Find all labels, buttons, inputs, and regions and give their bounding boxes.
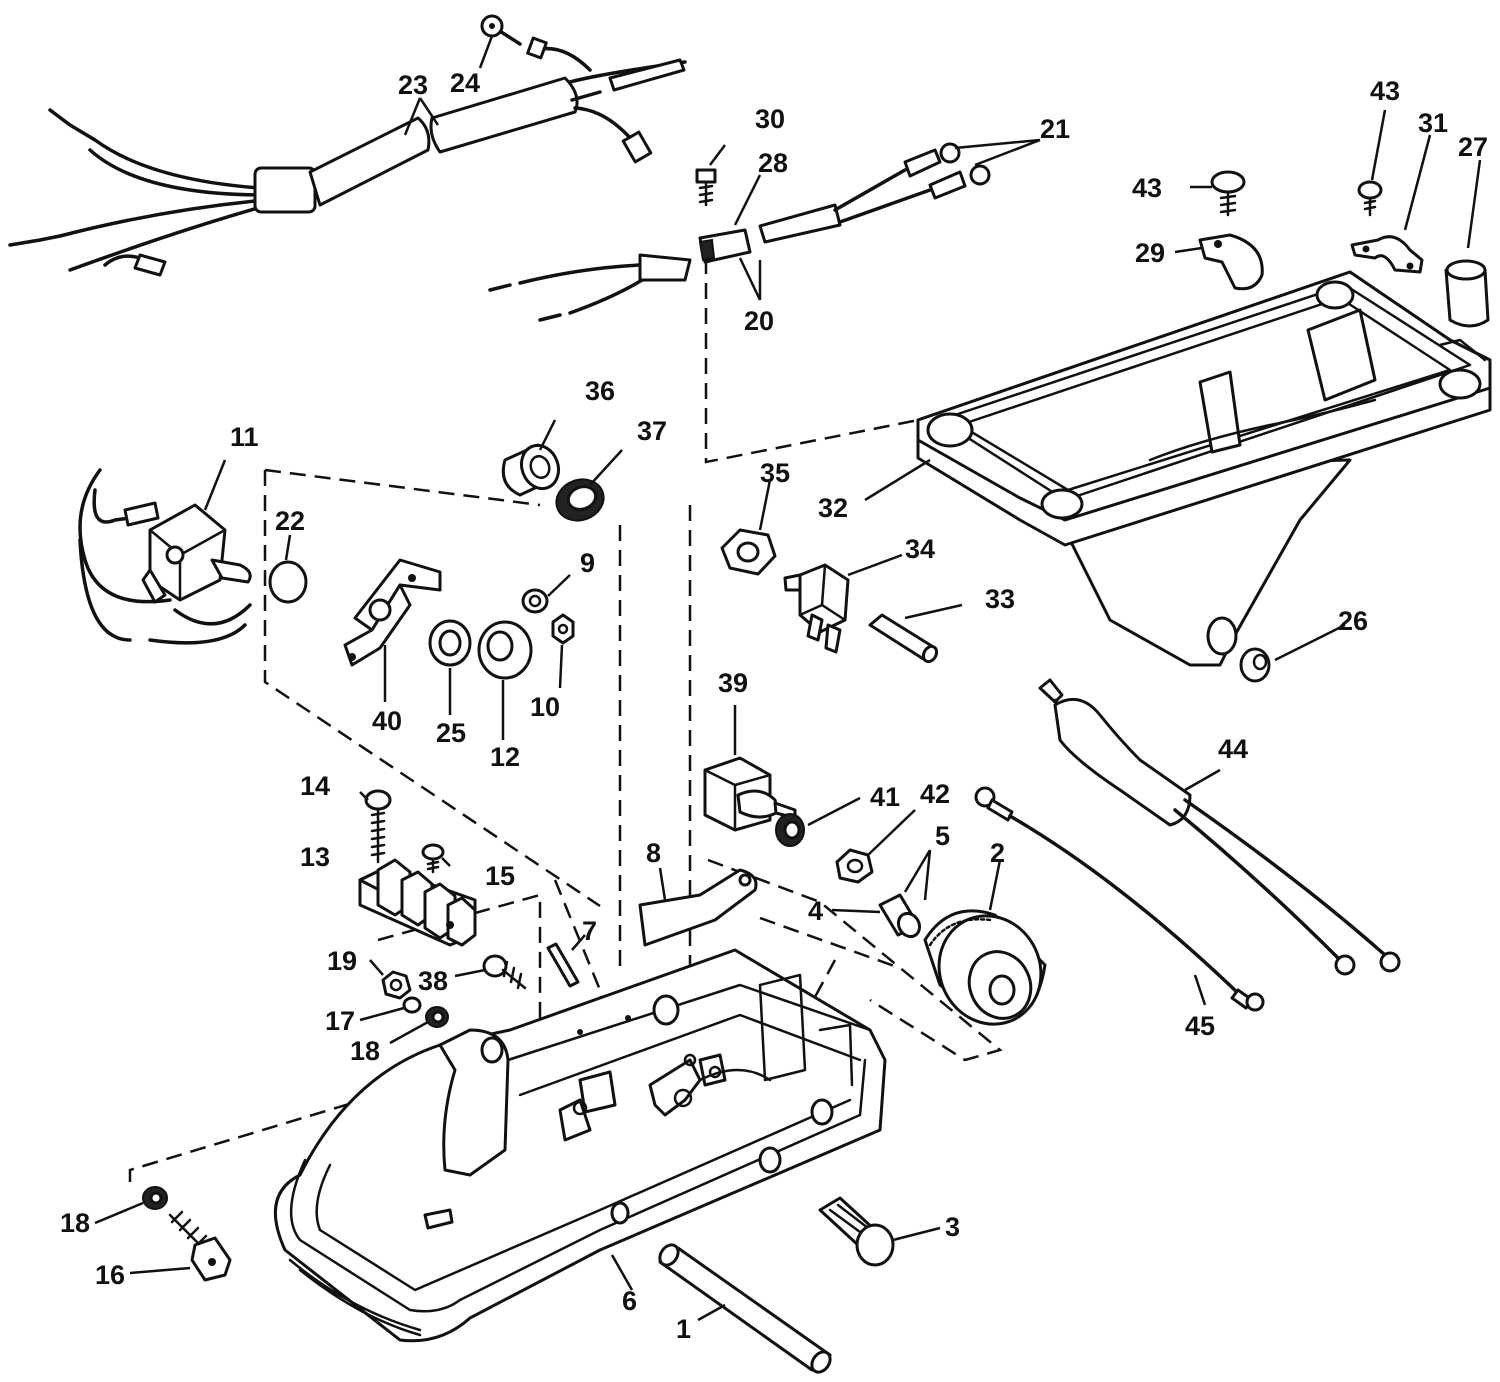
callout-42: 42 xyxy=(920,779,950,809)
lower-housing-6 xyxy=(273,948,887,1343)
fuse-holder-3 xyxy=(818,1196,895,1267)
callout-27: 27 xyxy=(1458,132,1488,162)
callout-45: 45 xyxy=(1185,1011,1215,1041)
nut-35 xyxy=(720,528,777,576)
callout-labels: 1 2 3 4 5 6 7 8 9 10 11 12 13 14 15 16 1… xyxy=(60,68,1488,1344)
callout-8: 8 xyxy=(646,838,661,868)
callout-26: 26 xyxy=(1338,606,1368,636)
callout-38: 38 xyxy=(418,966,448,996)
callout-3: 3 xyxy=(945,1212,960,1242)
pin-7 xyxy=(546,942,580,988)
nut-10 xyxy=(551,613,575,645)
cable-45 xyxy=(974,786,1265,1012)
callout-32: 32 xyxy=(818,493,848,523)
callout-11: 11 xyxy=(230,422,259,452)
callout-30: 30 xyxy=(755,104,785,134)
wire-lead-assembly xyxy=(488,142,991,322)
clamp-29 xyxy=(1198,233,1264,291)
callout-44: 44 xyxy=(1218,734,1248,764)
screw-14 xyxy=(364,789,392,864)
callout-35: 35 xyxy=(760,458,790,488)
terminal-block-13 xyxy=(358,858,477,947)
spacer-4 xyxy=(878,893,922,939)
washer-17 xyxy=(402,996,422,1014)
callout-39: 39 xyxy=(718,668,748,698)
callout-24: 24 xyxy=(450,68,480,98)
callout-21: 21 xyxy=(1040,114,1070,144)
callout-36: 36 xyxy=(585,376,615,406)
callout-7: 7 xyxy=(582,916,597,946)
callout-43-left: 43 xyxy=(1132,173,1162,203)
callout-22: 22 xyxy=(275,506,305,536)
callout-13: 13 xyxy=(300,842,330,872)
upper-housing-32 xyxy=(916,270,1492,667)
bushing-12 xyxy=(477,620,533,680)
screw-43-a xyxy=(1210,170,1246,217)
pin-33 xyxy=(868,613,939,664)
callout-41: 41 xyxy=(870,782,900,812)
callout-23: 23 xyxy=(398,70,428,100)
callout-40: 40 xyxy=(372,706,402,736)
callout-18-lower: 18 xyxy=(60,1208,90,1238)
plug-26 xyxy=(1239,647,1271,683)
clamp-31 xyxy=(1350,235,1424,274)
callout-9: 9 xyxy=(580,548,595,578)
nut-19 xyxy=(381,970,412,1000)
callout-25: 25 xyxy=(436,718,466,748)
callout-18-upper: 18 xyxy=(350,1036,380,1066)
callout-31: 31 xyxy=(1418,108,1448,138)
callout-12: 12 xyxy=(490,742,520,772)
callout-29: 29 xyxy=(1135,238,1165,268)
callout-34: 34 xyxy=(905,534,935,564)
callout-15: 15 xyxy=(485,861,515,891)
callout-33: 33 xyxy=(985,584,1015,614)
leader-lines xyxy=(94,35,1482,1322)
callout-4: 4 xyxy=(808,896,823,926)
nut-9 xyxy=(521,588,549,614)
switch-34 xyxy=(783,563,850,654)
main-wiring-harness xyxy=(8,14,687,272)
callout-28: 28 xyxy=(758,148,788,178)
callout-16: 16 xyxy=(95,1260,125,1290)
nut-42 xyxy=(835,848,874,884)
callout-6: 6 xyxy=(622,1286,637,1316)
screw-15 xyxy=(421,843,445,874)
callout-37: 37 xyxy=(637,416,667,446)
callout-1: 1 xyxy=(676,1314,691,1344)
bolt-16 xyxy=(168,1210,232,1282)
toggle-switch-11 xyxy=(78,253,252,645)
o-ring-22 xyxy=(268,560,308,604)
callout-17: 17 xyxy=(325,1006,355,1036)
bushing-36 xyxy=(501,443,561,497)
lockwasher-41 xyxy=(775,813,805,847)
cable-44 xyxy=(1038,678,1401,976)
foot-27 xyxy=(1444,259,1490,328)
bracket-40 xyxy=(343,558,442,667)
bushing-37 xyxy=(555,478,605,522)
lever-8 xyxy=(638,868,758,947)
callout-20: 20 xyxy=(744,306,774,336)
knob-2 xyxy=(923,909,1047,1026)
bushing-25 xyxy=(428,619,472,667)
callout-2: 2 xyxy=(990,838,1005,868)
rod-1 xyxy=(658,1243,832,1374)
screw-38 xyxy=(482,954,527,990)
washer-18-lower xyxy=(142,1186,168,1210)
callout-14: 14 xyxy=(300,771,330,801)
callout-5: 5 xyxy=(935,821,950,851)
callout-10: 10 xyxy=(530,692,560,722)
screw-43-b xyxy=(1357,180,1383,217)
callout-43-right: 43 xyxy=(1370,76,1400,106)
callout-19: 19 xyxy=(327,946,357,976)
washer-18-upper xyxy=(425,1006,449,1028)
